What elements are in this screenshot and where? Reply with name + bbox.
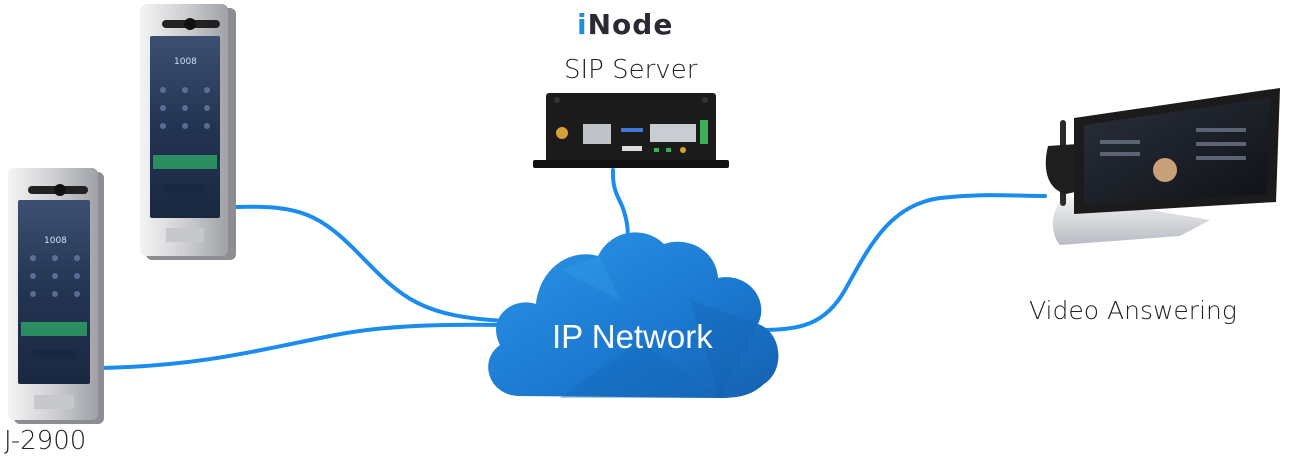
intercom-display-text: 1008 <box>44 236 67 246</box>
intercom-panel-top: 1008 <box>140 4 236 260</box>
intercom-model-label: J-2900 <box>4 426 87 456</box>
ip-network-cloud <box>488 232 779 398</box>
intercom-panel-bottom: 1008 <box>8 168 104 424</box>
video-answering-label: Video Answering <box>1029 296 1237 325</box>
video-phone <box>1045 88 1280 245</box>
intercom-display-text: 1008 <box>174 57 197 67</box>
brand-prefix: i <box>577 8 588 41</box>
link-intercom-top <box>234 204 512 323</box>
cloud-icon <box>488 232 779 398</box>
inode-brand-logo: iNode <box>577 8 673 41</box>
sip-server-device <box>533 93 729 168</box>
network-links <box>98 168 1047 370</box>
sip-server-label: SIP Server <box>564 55 698 85</box>
link-video-phone <box>758 193 1047 332</box>
link-intercom-bottom <box>98 322 512 370</box>
brand-suffix: Node <box>587 8 674 41</box>
ip-network-label: IP Network <box>552 318 713 355</box>
